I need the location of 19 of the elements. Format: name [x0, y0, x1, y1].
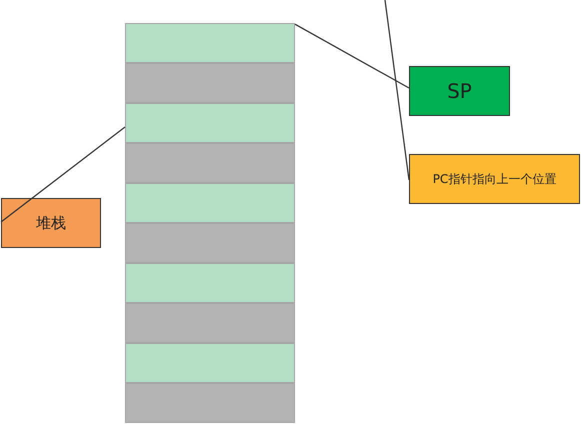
stack-slot: [125, 223, 295, 263]
stack-slot: [125, 183, 295, 223]
pointer-note-box: [409, 154, 580, 204]
stack-slot: [125, 343, 295, 383]
sp-box: [409, 66, 510, 116]
stack-slot: [125, 263, 295, 303]
stack-slot: [125, 23, 295, 63]
node-label: SP: [447, 79, 472, 103]
leader-line: [294, 24, 410, 89]
leader-line: [384, 0, 410, 180]
stack-label-box: [1, 198, 101, 248]
node-label: 堆栈: [36, 214, 66, 232]
stack-slot: [125, 383, 295, 423]
stack-slot: [125, 103, 295, 143]
stack-slot: [125, 63, 295, 103]
stack-slot: [125, 143, 295, 183]
leader-line: [0, 126, 126, 222]
stack-slot: [125, 303, 295, 343]
node-label: PC指针指向上一个位置: [432, 170, 556, 188]
